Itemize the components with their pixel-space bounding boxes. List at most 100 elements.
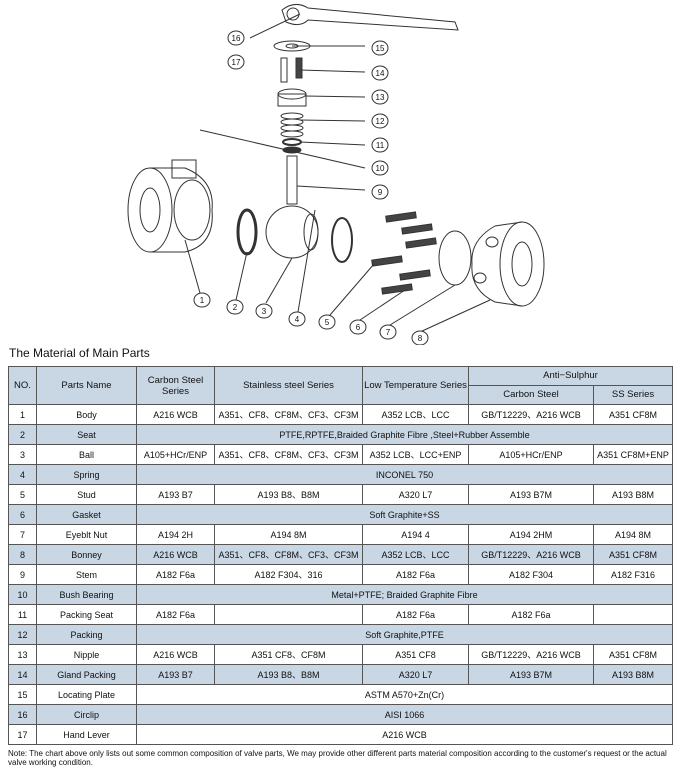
material-cell: A320 L7 [362,484,469,505]
material-cell: A193 B7 [136,664,215,685]
row-number: 10 [8,584,37,605]
material-cell: A320 L7 [362,664,469,685]
material-cell: A193 B7 [136,484,215,505]
material-cell: A216 WCB [136,404,215,425]
header-anti-sulphur: Anti−Sulphur [467,366,674,386]
material-cell: A193 B8M [592,484,674,505]
part-name: Packing Seat [36,604,137,625]
row-number: 5 [8,484,37,505]
callout-5: 5 [325,318,330,327]
callout-7: 7 [386,328,391,337]
row-number: 16 [8,704,37,725]
material-cell: A216 WCB [136,544,215,565]
part-name: Eyeblt Nut [36,524,137,545]
material-cell: A351 CF8M+ENP [592,444,674,465]
header-anti-carbon-steel: Carbon Steel [468,385,594,405]
callout-15: 15 [376,44,385,53]
material-cell: A193 B7M [468,484,594,505]
header-low-temperature: Low Temperature Series [362,366,469,405]
section-title: The Material of Main Parts [9,346,150,360]
row-number: 8 [8,544,37,565]
row-number: 6 [8,504,37,525]
material-cell: A105+HCr/ENP [136,444,215,465]
callout-6: 6 [356,323,361,332]
material-cell: A351 CF8M [592,404,674,425]
material-cell: A193 B7M [468,664,594,685]
part-name: Seat [36,424,137,445]
part-name: Stud [36,484,137,505]
material-cell: A182 F6a [362,604,469,625]
material-cell: A352 LCB、LCC+ENP [362,444,469,465]
callout-9: 9 [378,188,383,197]
row-number: 13 [8,644,37,665]
material-cell: A182 F304 [468,564,594,585]
material-cell: A194 8M [592,524,674,545]
material-cell: A351 CF8M [592,644,674,665]
material-cell: A105+HCr/ENP [468,444,594,465]
callout-12: 12 [376,117,385,126]
row-number: 11 [8,604,37,625]
material-cell: A351 CF8M [592,544,674,565]
material-cell: A194 8M [214,524,363,545]
material-all-series: INCONEL 750 [135,464,674,485]
material-all-series: ASTM A570+Zn(Cr) [135,684,674,705]
header-no: NO. [8,366,37,405]
material-cell: A182 F316 [592,564,674,585]
hand-lever-shape [281,4,459,31]
part-name: Gland Packing [36,664,137,685]
part-name: Bush Bearing [36,584,137,605]
row-number: 15 [8,684,37,705]
part-name: Bonney [36,544,137,565]
part-name: Ball [36,444,137,465]
materials-table: NO. Parts Name Carbon Steel Series Stain… [8,366,674,745]
material-cell: GB/T12229、A216 WCB [468,544,594,565]
part-name: Spring [36,464,137,485]
callout-10: 10 [376,164,385,173]
part-name: Locating Plate [36,684,137,705]
material-cell: A351、CF8、CF8M、CF3、CF3M [214,404,363,425]
row-number: 7 [8,524,37,545]
row-number: 3 [8,444,37,465]
material-cell: A352 LCB、LCC [362,404,469,425]
callout-16: 16 [232,34,241,43]
material-cell [592,604,674,625]
material-cell: A216 WCB [136,644,215,665]
row-number: 2 [8,424,37,445]
material-all-series: AISI 1066 [135,704,674,725]
exploded-view-drawing: 16 17 15 14 13 12 11 10 9 1 2 3 4 5 6 7 … [127,4,545,345]
material-cell: A182 F304、316 [214,564,363,585]
callout-4: 4 [295,315,300,324]
material-cell: A182 F6a [362,564,469,585]
material-all-series: A216 WCB [135,724,674,745]
part-name: Stem [36,564,137,585]
material-cell: A194 4 [362,524,469,545]
callout-11: 11 [376,141,385,150]
material-cell: A193 B8、B8M [214,664,363,685]
part-name: Packing [36,624,137,645]
part-name: Gasket [36,504,137,525]
row-number: 12 [8,624,37,645]
material-all-series: Soft Graphite,PTFE [135,624,674,645]
callout-13: 13 [376,93,385,102]
callout-1: 1 [200,296,205,305]
material-all-series: PTFE,RPTFE,Braided Graphite Fibre ,Steel… [135,424,674,445]
row-number: 4 [8,464,37,485]
header-anti-ss-series: SS Series [592,385,674,405]
header-stainless-steel: Stainless steel Series [214,366,363,405]
header-parts-name: Parts Name [36,366,137,405]
material-cell: A194 2H [136,524,215,545]
